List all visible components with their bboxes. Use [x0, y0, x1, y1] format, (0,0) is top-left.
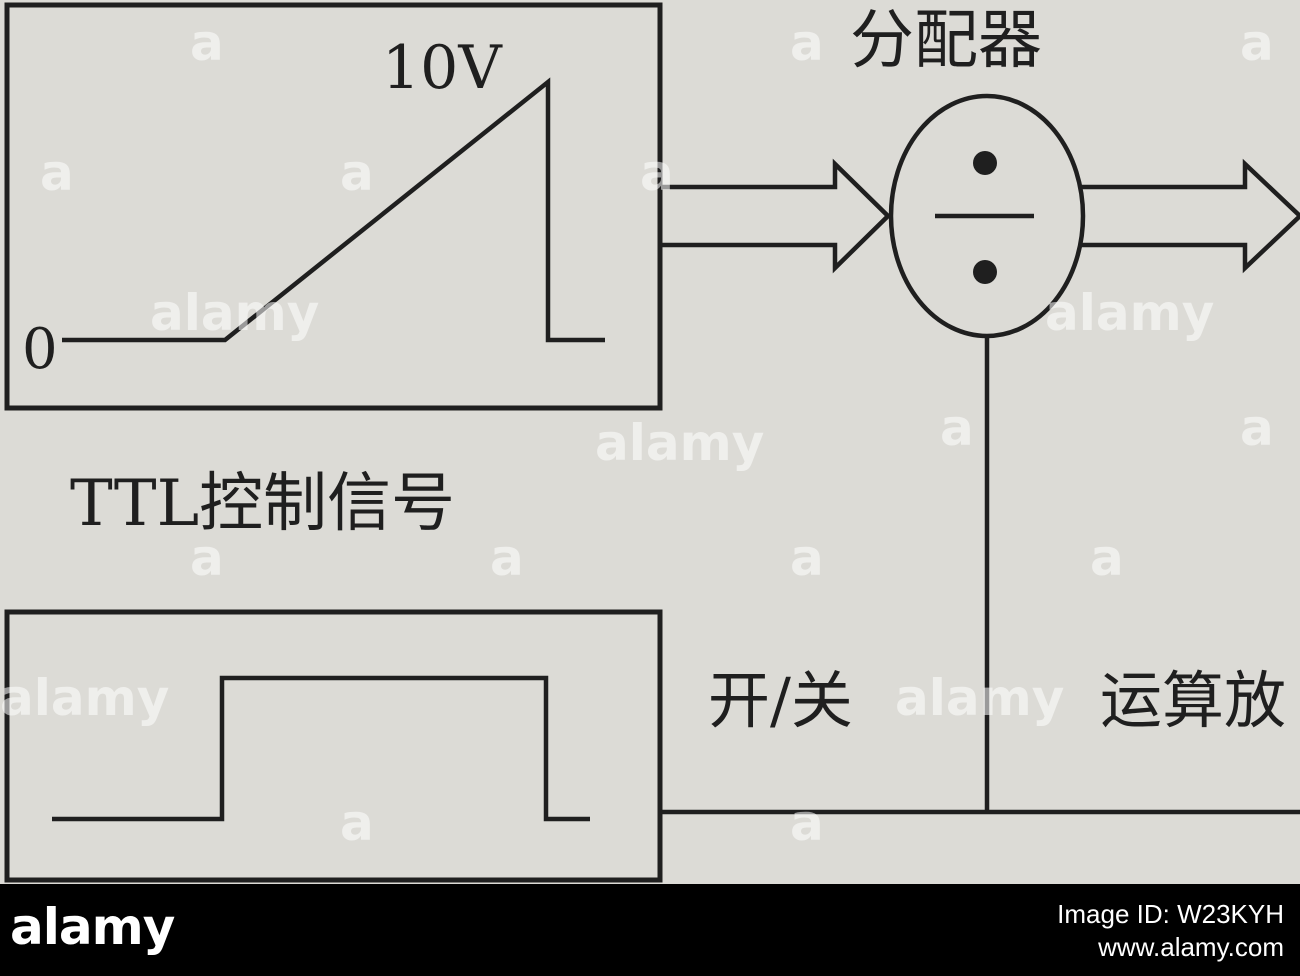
watermark: alamy: [895, 669, 1064, 727]
alamy-logo: alamy: [10, 898, 175, 956]
image-info: Image ID: W23KYH www.alamy.com: [1057, 898, 1284, 964]
stock-footer-bar: alamy Image ID: W23KYH www.alamy.com: [0, 884, 1300, 976]
ramp-waveform: [62, 77, 605, 343]
ramp-zero-label: 0: [22, 317, 58, 382]
watermark: alamy: [150, 284, 319, 342]
watermark-mark: a: [790, 14, 824, 72]
watermark-mark: a: [1240, 14, 1274, 72]
watermark-mark: a: [190, 529, 224, 587]
watermark-mark: a: [790, 794, 824, 852]
watermark-mark: a: [190, 14, 224, 72]
watermark-mark: a: [640, 144, 674, 202]
ttl-signal-label: TTL控制信号: [70, 467, 455, 541]
output-arrow: [1080, 158, 1300, 274]
image-id: Image ID: W23KYH: [1057, 899, 1284, 929]
watermark: alamy: [1045, 284, 1214, 342]
watermark: alamy: [0, 669, 169, 727]
switch-label: 开/关: [708, 664, 853, 737]
input-arrow: [662, 158, 892, 274]
watermark-mark: a: [1090, 529, 1124, 587]
pulse-waveform: [52, 675, 590, 822]
watermark-mark: a: [40, 144, 74, 202]
watermark-layer: alamy alamy alamy alamy alamy a a a a a …: [0, 14, 1274, 852]
divide-icon: [935, 151, 1034, 284]
ramp-max-label: 10V: [382, 33, 503, 103]
ttl-box: [4, 609, 663, 883]
block-diagram: 10V 0 分配器 TTL控制信号 开/关 运算放: [0, 2, 1300, 883]
divider-title: 分配器: [850, 4, 1042, 78]
ramp-generator-box: [4, 2, 663, 411]
watermark-mark: a: [790, 529, 824, 587]
watermark-mark: a: [340, 794, 374, 852]
watermark-mark: a: [340, 144, 374, 202]
watermark: alamy: [595, 414, 764, 472]
watermark-mark: a: [490, 529, 524, 587]
op-amp-label: 运算放: [1100, 664, 1286, 737]
site-url: www.alamy.com: [1098, 932, 1284, 962]
watermark-mark: a: [940, 399, 974, 457]
watermark-mark: a: [1240, 399, 1274, 457]
